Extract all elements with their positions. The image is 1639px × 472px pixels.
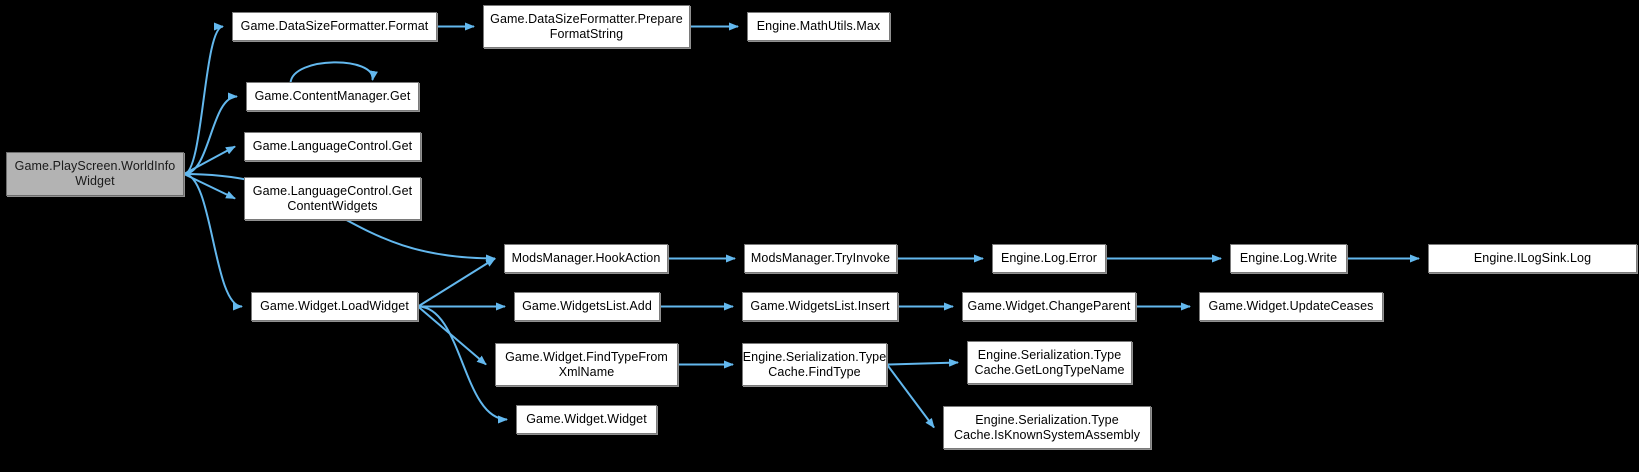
edge-root-to-langget — [183, 145, 236, 175]
graph-node-langcw[interactable]: Game.LanguageControl.Get ContentWidgets — [244, 177, 421, 220]
graph-node-logerror[interactable]: Engine.Log.Error — [992, 244, 1106, 273]
graph-node-changeparent[interactable]: Game.Widget.ChangeParent — [962, 292, 1136, 321]
edge-contentget-to-contentget — [289, 61, 378, 84]
edge-tcfindtype-to-tclongname — [886, 358, 959, 367]
graph-node-mathmax[interactable]: Engine.MathUtils.Max — [747, 12, 890, 41]
graph-node-langget[interactable]: Game.LanguageControl.Get — [244, 132, 421, 161]
graph-node-loadwidget[interactable]: Game.Widget.LoadWidget — [251, 292, 418, 321]
graph-node-tryinvoke[interactable]: ModsManager.TryInvoke — [744, 244, 897, 273]
graph-node-tclongname[interactable]: Engine.Serialization.Type Cache.GetLongT… — [967, 341, 1132, 384]
edge-loadwidget-to-widgetwidget — [417, 305, 508, 424]
graph-node-widgetwidget[interactable]: Game.Widget.Widget — [516, 405, 657, 434]
graph-node-findtype_xml[interactable]: Game.Widget.FindTypeFrom XmlName — [495, 343, 678, 386]
graph-node-tcknownasm[interactable]: Engine.Serialization.Type Cache.IsKnownS… — [943, 406, 1151, 449]
graph-node-hookaction[interactable]: ModsManager.HookAction — [504, 244, 668, 273]
graph-node-wladd[interactable]: Game.WidgetsList.Add — [514, 292, 660, 321]
edge-tcfindtype-to-tcknownasm — [886, 363, 935, 429]
graph-node-wlinsert[interactable]: Game.WidgetsList.Insert — [742, 292, 898, 321]
graph-node-updateceases[interactable]: Game.Widget.UpdateCeases — [1199, 292, 1383, 321]
graph-node-ilogsink[interactable]: Engine.ILogSink.Log — [1428, 244, 1637, 273]
graph-node-tcfindtype[interactable]: Engine.Serialization.Type Cache.FindType — [742, 343, 887, 386]
edge-loadwidget-to-findtype_xml — [417, 305, 487, 366]
edge-root-to-format — [183, 22, 224, 175]
edge-root-to-loadwidget — [183, 173, 243, 311]
edge-root-to-contentget — [183, 92, 238, 175]
graph-node-contentget[interactable]: Game.ContentManager.Get — [246, 82, 419, 111]
graph-node-format[interactable]: Game.DataSizeFormatter.Format — [232, 12, 437, 41]
edge-loadwidget-to-hookaction — [417, 257, 496, 308]
graph-node-root[interactable]: Game.PlayScreen.WorldInfo Widget — [6, 152, 184, 196]
graph-node-prepare[interactable]: Game.DataSizeFormatter.Prepare FormatStr… — [483, 5, 690, 48]
graph-node-logwrite[interactable]: Engine.Log.Write — [1230, 244, 1347, 273]
